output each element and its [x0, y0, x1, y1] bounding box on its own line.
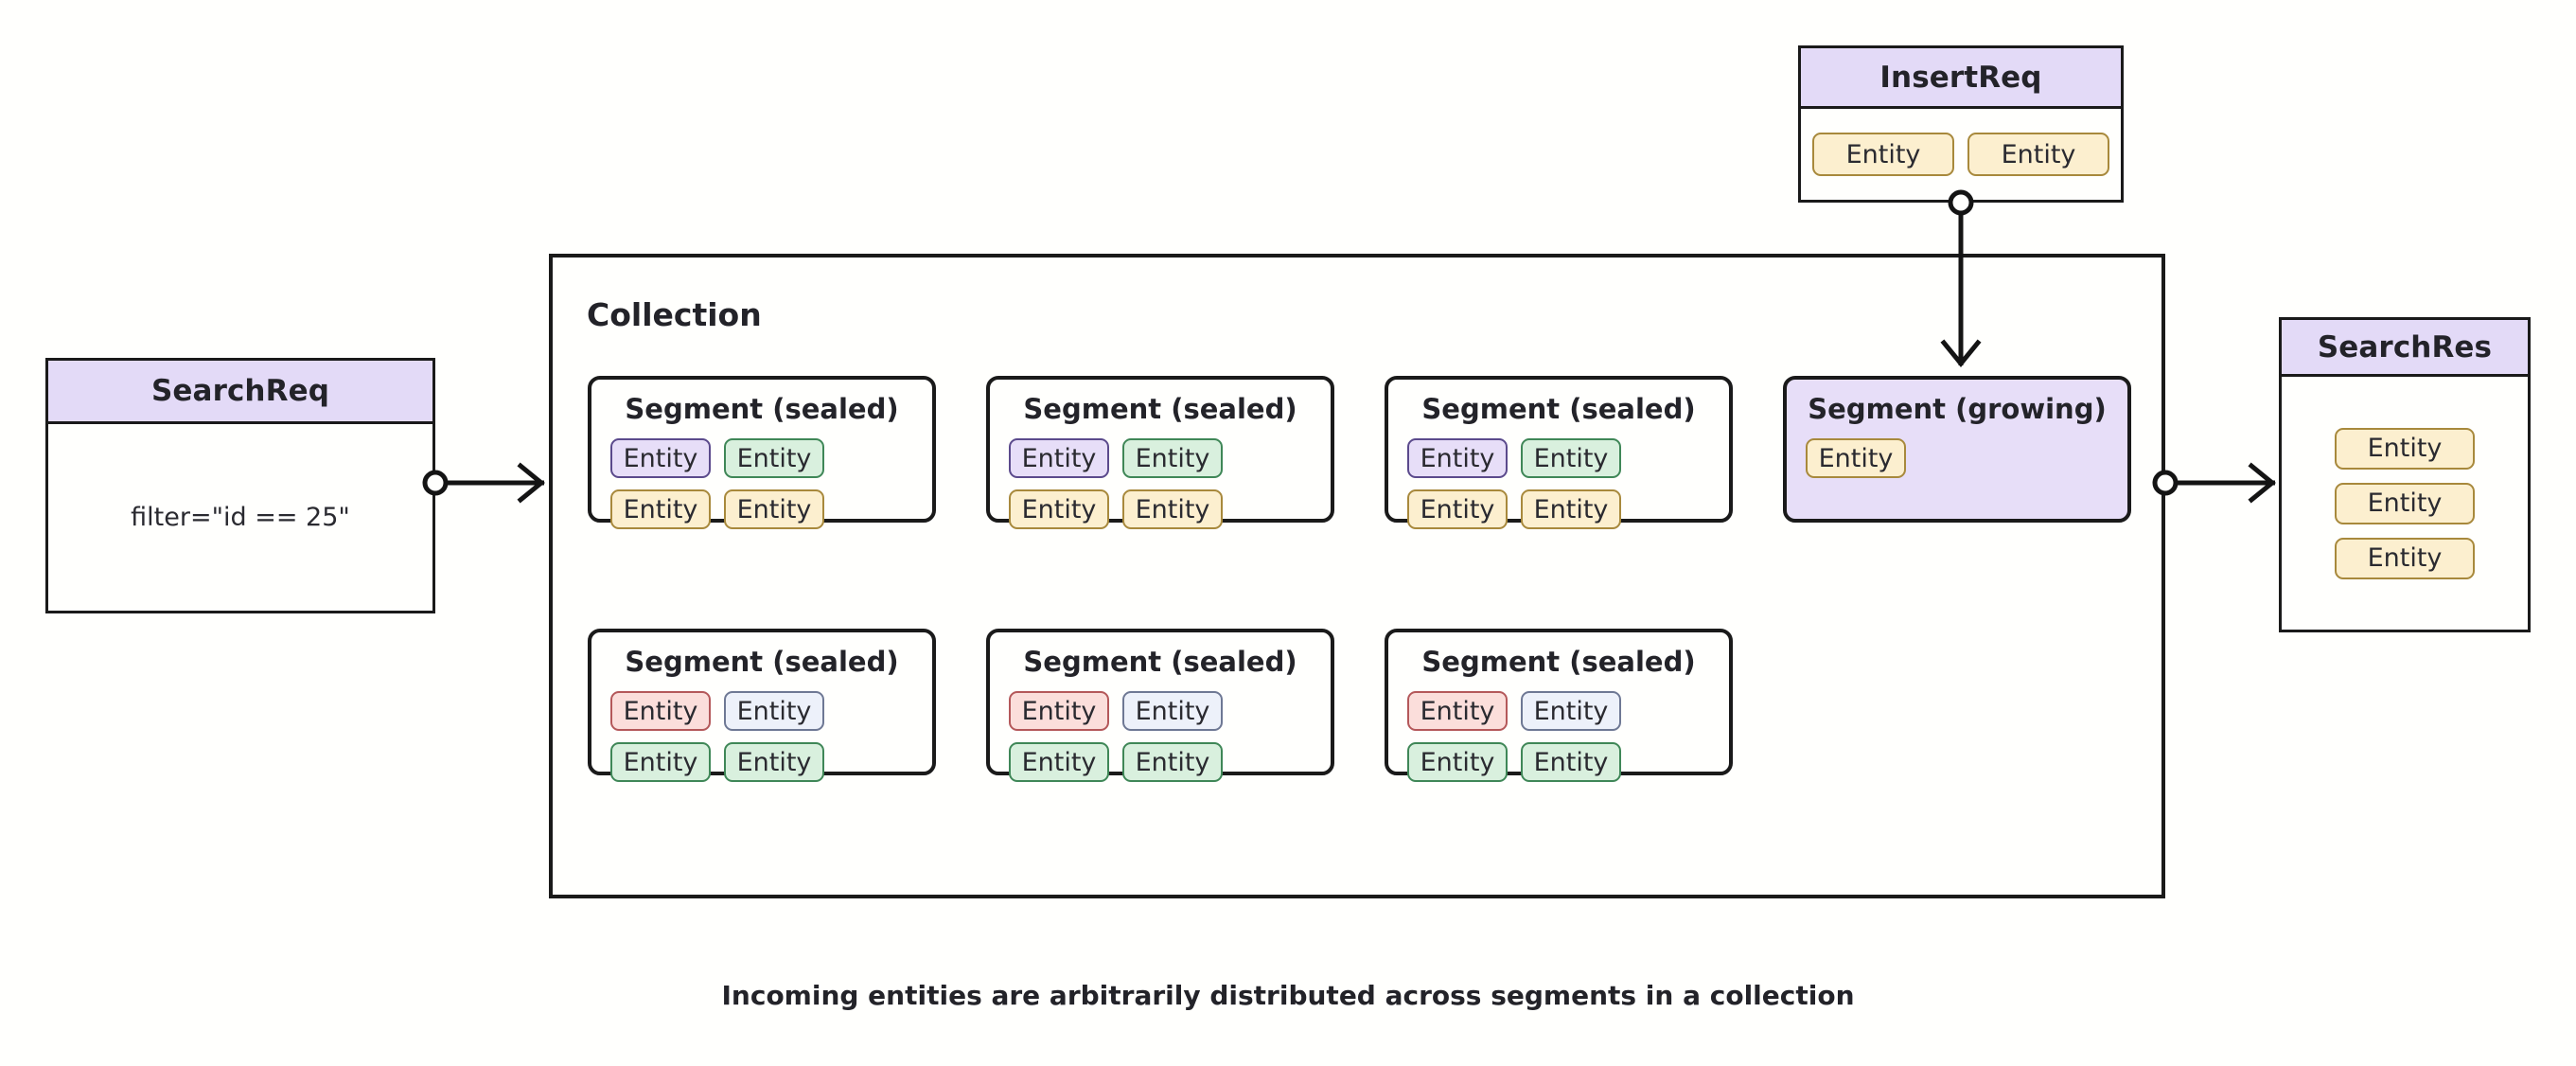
segment-title: Segment (sealed): [625, 646, 899, 678]
entity-label: Entity: [1135, 747, 1210, 777]
entity-label: Entity: [2367, 434, 2443, 463]
entity-label: Entity: [1021, 747, 1097, 777]
entity-label: Entity: [1420, 443, 1495, 473]
search-request-title: SearchReq: [48, 361, 432, 424]
entity-pill: Entity: [610, 742, 711, 782]
search-request-filter: filter="id == 25": [131, 503, 350, 532]
insert-request-title: InsertReq: [1801, 48, 2121, 109]
entity-pill: Entity: [1521, 691, 1621, 731]
segment-card: Segment (sealed) Entity Entity Entity En…: [588, 376, 936, 529]
entity-label: Entity: [1135, 494, 1210, 524]
entity-pill: Entity: [1521, 742, 1621, 782]
entity-label: Entity: [623, 747, 698, 777]
entity-pill: Entity: [610, 438, 711, 478]
segment-entity-grid: Entity Entity Entity Entity: [1009, 691, 1312, 782]
entity-pill: Entity: [2335, 537, 2475, 579]
entity-pill: Entity: [1521, 489, 1621, 529]
segment-title: Segment (sealed): [1023, 646, 1297, 678]
entity-pill: Entity: [1812, 133, 1954, 176]
entity-pill: Entity: [610, 489, 711, 529]
entity-label: Entity: [2367, 489, 2443, 518]
search-request-body: filter="id == 25": [48, 424, 432, 611]
segment-entity-grid: Entity Entity Entity Entity: [610, 438, 913, 529]
segment-entity-grid: Entity: [1806, 438, 2108, 478]
entity-label: Entity: [736, 494, 812, 524]
entity-label: Entity: [1533, 494, 1609, 524]
segment-title: Segment (sealed): [1421, 393, 1696, 425]
search-response-entities: Entity Entity Entity: [2282, 377, 2528, 630]
entity-pill: Entity: [610, 691, 711, 731]
entity-pill: Entity: [1009, 489, 1109, 529]
segment-card: Segment (sealed) Entity Entity Entity En…: [1385, 376, 1733, 529]
segment-card: Segment (sealed) Entity Entity Entity En…: [588, 629, 936, 782]
entity-label: Entity: [1533, 696, 1609, 726]
segment-title: Segment (sealed): [1023, 393, 1297, 425]
entity-pill: Entity: [1009, 742, 1109, 782]
entity-pill: Entity: [1122, 489, 1223, 529]
insert-request-box: InsertReq Entity Entity: [1798, 45, 2124, 203]
entity-label: Entity: [1845, 139, 1921, 169]
entity-label: Entity: [1021, 443, 1097, 473]
entity-label: Entity: [736, 747, 812, 777]
entity-label: Entity: [2001, 139, 2076, 169]
segment-card: Segment (sealed) Entity Entity Entity En…: [1385, 629, 1733, 782]
entity-label: Entity: [623, 494, 698, 524]
entity-label: Entity: [1818, 443, 1894, 473]
entity-pill: Entity: [724, 691, 824, 731]
insert-request-entities: Entity Entity: [1801, 109, 2121, 200]
collection-title: Collection: [587, 296, 762, 333]
entity-pill: Entity: [1806, 438, 1906, 478]
entity-label: Entity: [736, 443, 812, 473]
entity-label: Entity: [1420, 747, 1495, 777]
segment-title: Segment (sealed): [1421, 646, 1696, 678]
entity-label: Entity: [736, 696, 812, 726]
entity-pill: Entity: [1122, 438, 1223, 478]
search-response-box: SearchRes Entity Entity Entity: [2279, 317, 2531, 632]
search-response-title: SearchRes: [2282, 320, 2528, 377]
entity-pill: Entity: [1122, 742, 1223, 782]
segment-entity-grid: Entity Entity Entity Entity: [610, 691, 913, 782]
segment-card-growing: Segment (growing) Entity: [1783, 376, 2131, 523]
entity-pill: Entity: [1407, 742, 1508, 782]
entity-pill: Entity: [724, 489, 824, 529]
entity-pill: Entity: [1009, 438, 1109, 478]
entity-pill: Entity: [724, 438, 824, 478]
entity-pill: Entity: [1407, 489, 1508, 529]
entity-pill: Entity: [724, 742, 824, 782]
entity-pill: Entity: [2335, 427, 2475, 470]
entity-pill: Entity: [1967, 133, 2109, 176]
entity-pill: Entity: [1407, 438, 1508, 478]
entity-label: Entity: [1021, 696, 1097, 726]
segment-card: Segment (sealed) Entity Entity Entity En…: [986, 376, 1334, 529]
search-request-box: SearchReq filter="id == 25": [45, 358, 435, 613]
entity-label: Entity: [1533, 443, 1609, 473]
entity-label: Entity: [1135, 443, 1210, 473]
connector-collection-to-searchres: [2152, 462, 2276, 504]
segment-entity-grid: Entity Entity Entity Entity: [1009, 438, 1312, 529]
entity-label: Entity: [1420, 494, 1495, 524]
segment-entity-grid: Entity Entity Entity Entity: [1407, 438, 1710, 529]
entity-label: Entity: [623, 696, 698, 726]
segment-entity-grid: Entity Entity Entity Entity: [1407, 691, 1710, 782]
entity-label: Entity: [1420, 696, 1495, 726]
segment-card: Segment (sealed) Entity Entity Entity En…: [986, 629, 1334, 782]
entity-pill: Entity: [1122, 691, 1223, 731]
connector-searchreq-to-collection: [422, 462, 545, 504]
entity-pill: Entity: [1407, 691, 1508, 731]
entity-label: Entity: [2367, 543, 2443, 573]
entity-pill: Entity: [1521, 438, 1621, 478]
entity-label: Entity: [1135, 696, 1210, 726]
segment-title: Segment (growing): [1808, 393, 2107, 425]
segment-title: Segment (sealed): [625, 393, 899, 425]
diagram-caption: Incoming entities are arbitrarily distri…: [721, 980, 1855, 1011]
entity-label: Entity: [1021, 494, 1097, 524]
entity-pill: Entity: [2335, 482, 2475, 524]
entity-label: Entity: [1533, 747, 1609, 777]
entity-pill: Entity: [1009, 691, 1109, 731]
entity-label: Entity: [623, 443, 698, 473]
collection-container: Collection Segment (sealed) Entity Entit…: [549, 254, 2165, 898]
